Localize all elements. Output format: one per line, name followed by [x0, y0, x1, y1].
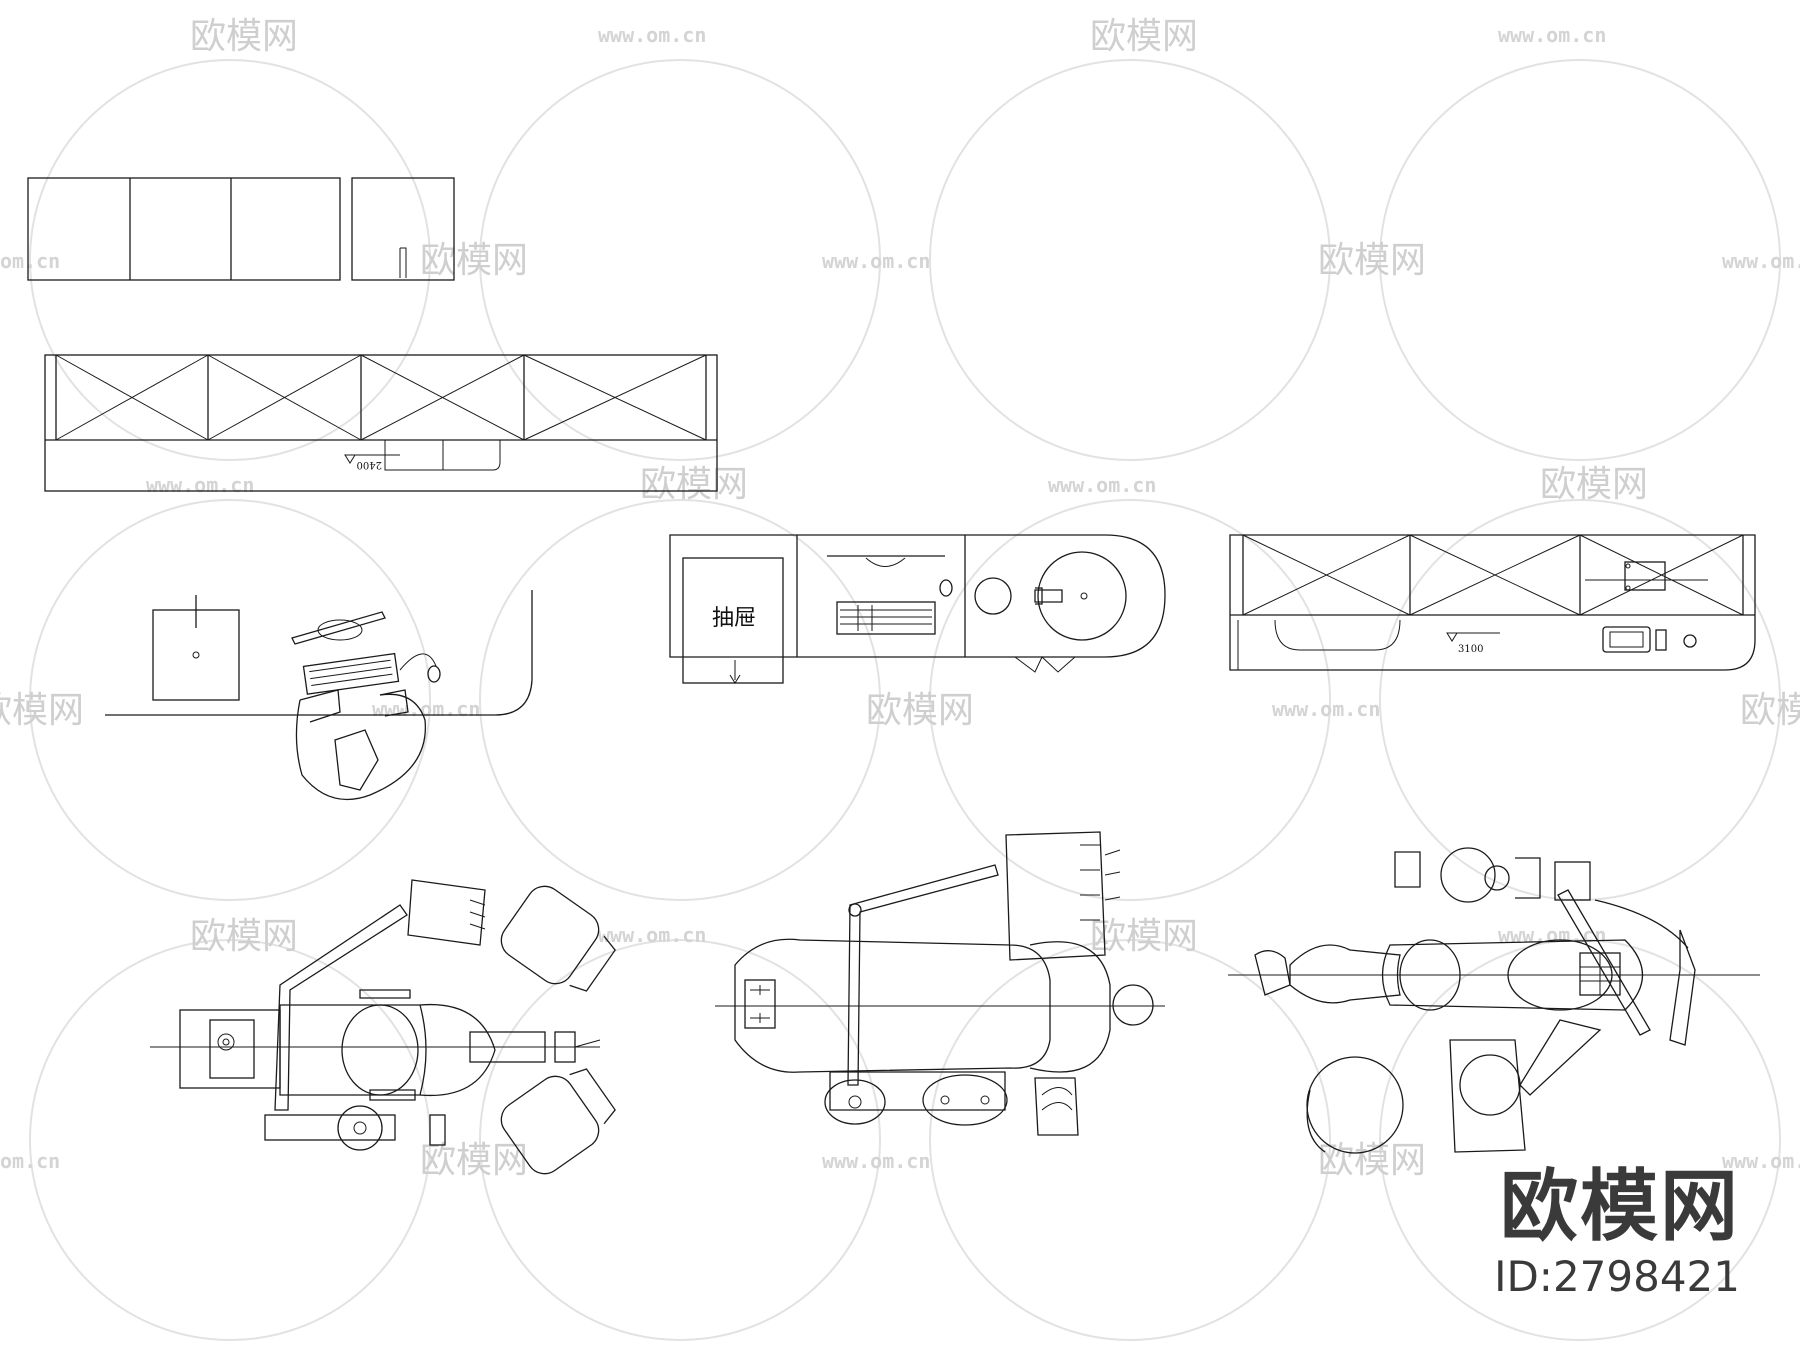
watermark-brand: 欧模网 [640, 464, 748, 505]
cabinet-plan-top [27, 177, 455, 281]
watermark-url: om.cn [0, 1149, 60, 1173]
watermark-url: www.om.cn [1722, 1149, 1800, 1173]
dimension-label-right: 3100 [1458, 644, 1483, 655]
watermark-url: www.om.cn [598, 923, 706, 947]
watermark-url: www.om.cn [1722, 249, 1800, 273]
watermark-url: www.om.cn [822, 249, 930, 273]
watermark-brand: 欧模网 [190, 916, 298, 957]
watermark-brand: 欧模网 [420, 240, 528, 281]
brand-block: 欧模网 ID:2798421 [1494, 1168, 1740, 1301]
counter-plan-center: 抽屉 [669, 534, 1166, 684]
dental-chair-center [715, 831, 1165, 1136]
reception-desk-plan [105, 590, 533, 801]
brand-logo: 欧模网 [1499, 1162, 1740, 1252]
watermark-url: om.cn [0, 249, 60, 273]
watermark-brand: 欧模网 [1090, 916, 1198, 957]
dimension-label-left: 2400 [357, 459, 382, 470]
watermark-brand: 欧模网 [420, 1140, 528, 1181]
model-id: ID:2798421 [1494, 1252, 1740, 1301]
watermark-brand: 欧模网 [1540, 464, 1648, 505]
watermark-url: www.om.cn [146, 473, 254, 497]
watermark-url: www.om.cn [1272, 697, 1380, 721]
watermark-brand: 欧模网 [1318, 1140, 1426, 1181]
watermark-url: www.om.cn [598, 23, 706, 47]
watermark-brand: 欧模网 [1090, 16, 1198, 57]
watermark-url: www.om.cn [372, 697, 480, 721]
cabinet-elevation-right: 3100 [1229, 534, 1756, 671]
watermark-url: www.om.cn [1498, 23, 1606, 47]
watermark-url: www.om.cn [822, 1149, 930, 1173]
watermark-brand: 欧模网 [1318, 240, 1426, 281]
watermark-url: www.om.cn [1498, 923, 1606, 947]
watermark-brand: 欧模网 [866, 690, 974, 731]
drawer-label: 抽屉 [712, 606, 756, 631]
cabinet-elevation-left: 2400 [44, 354, 718, 492]
watermarks: 欧模网 www.om.cn 欧模网 www.om.cn om.cn 欧模网 ww… [0, 16, 1800, 1181]
dental-chair-right [1228, 847, 1760, 1154]
watermark-brand: 欧模网 [190, 16, 298, 57]
watermark-brand: 欧模网 [1740, 690, 1800, 731]
watermark-brand: 欧模网 [0, 690, 84, 731]
watermark-url: www.om.cn [1048, 473, 1156, 497]
dental-chair-left [150, 879, 616, 1175]
